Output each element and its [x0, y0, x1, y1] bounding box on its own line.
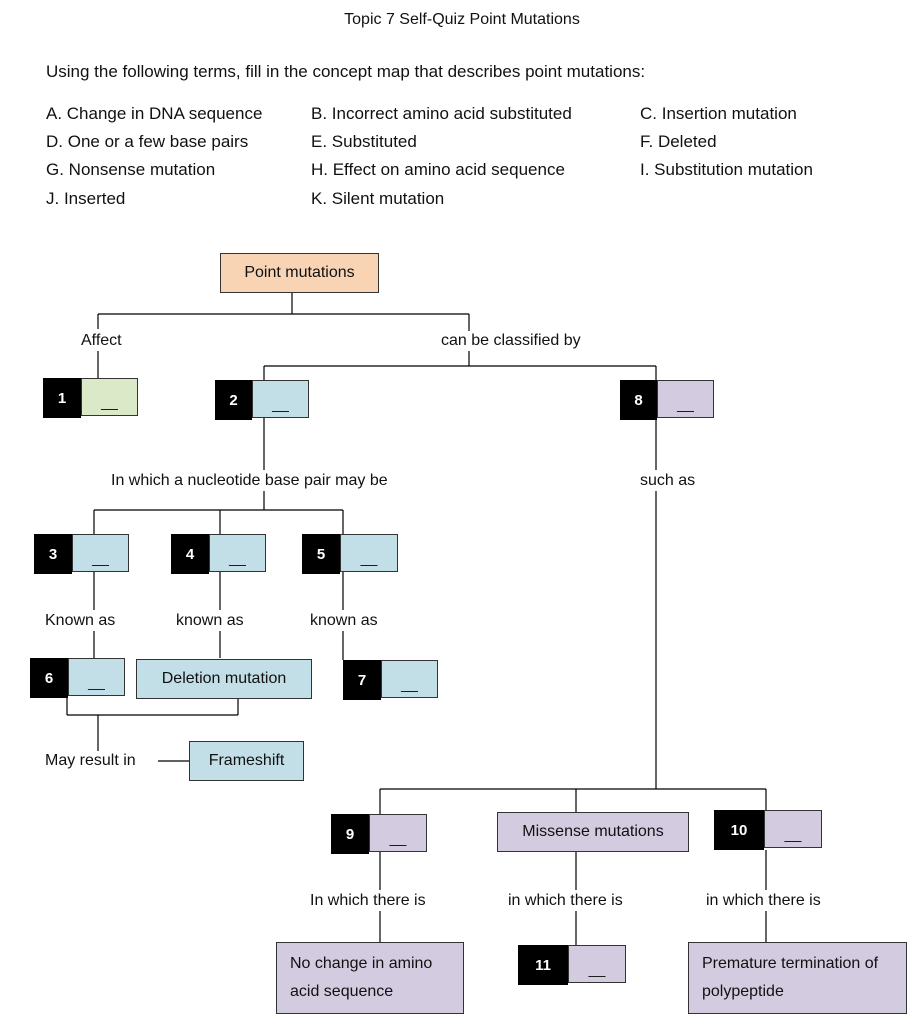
- instructions: Using the following terms, fill in the c…: [46, 62, 646, 81]
- answer-blank-9[interactable]: __: [369, 814, 427, 852]
- answer-blank-11[interactable]: __: [568, 945, 626, 983]
- answer-blank-5[interactable]: __: [340, 534, 398, 572]
- answer-blank-4[interactable]: __: [209, 534, 266, 572]
- term-d: D. One or a few base pairs: [46, 132, 249, 151]
- page-title: Topic 7 Self-Quiz Point Mutations: [344, 11, 580, 28]
- number-2: 2: [215, 380, 252, 420]
- answer-blank-2[interactable]: __: [252, 380, 309, 418]
- number-9: 9: [331, 814, 369, 854]
- link-label-in-which-1: In which there is: [310, 891, 426, 911]
- term-e: E. Substituted: [311, 132, 417, 151]
- node-frameshift: Frameshift: [189, 741, 304, 781]
- number-7: 7: [343, 660, 381, 700]
- term-b: B. Incorrect amino acid substituted: [311, 104, 572, 123]
- link-label-classified: can be classified by: [441, 331, 581, 351]
- link-label-known-as-2: known as: [176, 611, 244, 631]
- link-label-in-which-2: in which there is: [508, 891, 623, 911]
- node-premature-termination: Premature termination of polypeptide: [688, 942, 907, 1014]
- term-a: A. Change in DNA sequence: [46, 104, 263, 123]
- node-missense-mutations: Missense mutations: [497, 812, 689, 852]
- term-h: H. Effect on amino acid sequence: [311, 160, 565, 179]
- node-deletion-mutation: Deletion mutation: [136, 659, 312, 699]
- number-6: 6: [30, 658, 68, 698]
- number-5: 5: [302, 534, 340, 574]
- link-label-known-as-1: Known as: [45, 611, 116, 631]
- term-k: K. Silent mutation: [311, 189, 445, 208]
- link-label-affect: Affect: [81, 331, 122, 351]
- answer-blank-1[interactable]: __: [81, 378, 138, 416]
- term-f: F. Deleted: [640, 132, 717, 151]
- term-i: I. Substitution mutation: [640, 160, 813, 179]
- number-8: 8: [620, 380, 657, 420]
- link-label-such-as: such as: [640, 471, 696, 491]
- link-label-in-which-3: in which there is: [706, 891, 821, 911]
- link-label-nucleotide: In which a nucleotide base pair may be: [111, 471, 388, 491]
- answer-blank-10[interactable]: __: [764, 810, 822, 848]
- term-g: G. Nonsense mutation: [46, 160, 216, 179]
- number-11: 11: [518, 945, 568, 985]
- number-3: 3: [34, 534, 72, 574]
- node-no-change: No change in amino acid sequence: [276, 942, 464, 1014]
- answer-blank-8[interactable]: __: [657, 380, 714, 418]
- term-c: C. Insertion mutation: [640, 104, 797, 123]
- node-point-mutations: Point mutations: [220, 253, 379, 293]
- link-label-may-result: May result in: [45, 751, 136, 771]
- number-4: 4: [171, 534, 209, 574]
- answer-blank-7[interactable]: __: [381, 660, 438, 698]
- term-j: J. Inserted: [46, 189, 126, 208]
- answer-blank-6[interactable]: __: [68, 658, 125, 696]
- number-10: 10: [714, 810, 764, 850]
- answer-blank-3[interactable]: __: [72, 534, 129, 572]
- link-label-known-as-3: known as: [310, 611, 378, 631]
- number-1: 1: [43, 378, 81, 418]
